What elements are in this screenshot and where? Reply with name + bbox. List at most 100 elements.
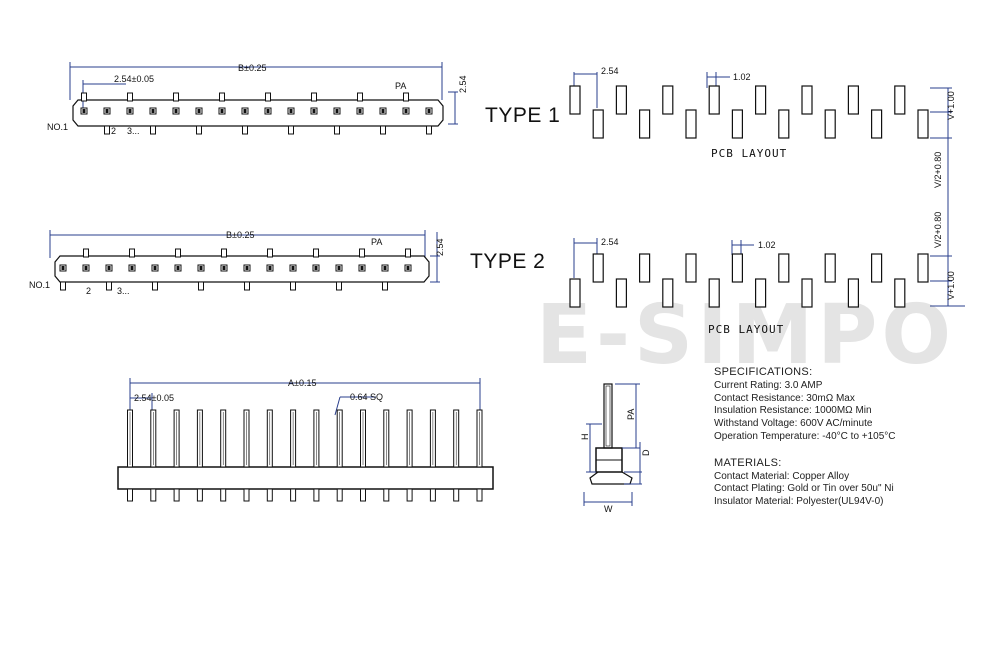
pcb-pad [870,253,883,283]
pin-core [360,266,364,270]
b-dim-label-1: B±0.25 [238,63,266,73]
pin-core [243,109,247,113]
sq-label: 0.64 SQ [350,392,383,402]
pin-core [153,266,157,270]
type2-label: TYPE 2 [470,250,546,273]
pin-core [335,109,339,113]
pin-tab [290,281,296,291]
specifications-block: SPECIFICATIONS: Current Rating: 3.0 AMP … [714,366,896,509]
pcb-pad [894,278,906,308]
pin-core [84,266,88,270]
pin-tab [221,248,227,258]
pcb-pad [592,109,604,139]
pcb-pad [778,109,790,139]
material-line: Contact Material: Copper Alloy [714,470,850,482]
pin-core [266,109,270,113]
pin-tab [426,125,432,135]
spec-line: Withstand Voltage: 600V AC/minute [714,418,873,430]
type1-label: TYPE 1 [485,104,561,127]
pin-tab [242,125,248,135]
b-dim-label-2: B±0.25 [226,230,254,240]
pcb-pad [801,85,813,115]
pin-core [174,109,178,113]
pin-core [312,109,316,113]
pcb-pad [754,85,767,115]
side-pa-label: PA [626,409,636,420]
pin-core [268,266,272,270]
pin-tab [104,125,110,135]
pin-tab [405,248,411,258]
pin-tab [81,92,87,102]
pin-core [245,266,249,270]
pin-core [427,109,431,113]
pin-tab [219,92,225,102]
pin-core [82,109,86,113]
no1-label-2: NO.1 [29,280,50,290]
pcb-pad [638,253,651,283]
pin2-label-1: 2 [111,126,116,136]
pcb-pad [569,85,581,115]
header-pin-tail [196,488,203,502]
header-pin-tail [220,488,227,502]
materials-title: MATERIALS: [714,456,782,469]
header-pin-tail [243,488,250,502]
spec-line: Contact Resistance: 30mΩ Max [714,392,855,404]
spec-line: Insulation Resistance: 1000MΩ Min [714,405,872,417]
no1-label-1: NO.1 [47,122,68,132]
pin-core [130,266,134,270]
pin-tab [244,281,250,291]
pin-core [197,109,201,113]
pin-tab [313,248,319,258]
pcb-102-label-2: 1.02 [758,240,776,250]
pcb-pad [778,253,790,283]
pin-core [314,266,318,270]
pcb-pad [638,109,651,139]
header-pin-tail [360,488,366,502]
pin-core [105,109,109,113]
side-view [583,383,642,506]
pcb-pad [754,278,767,308]
header-pin-tail [266,488,273,502]
pin-tab [267,248,273,258]
height-label-1: 2.54 [458,75,468,93]
pin-tab [265,92,271,102]
pin-tab [175,248,181,258]
pcb-pad [917,109,929,139]
header-pin-tail [429,488,436,502]
pin-core [383,266,387,270]
pin-core [220,109,224,113]
pin-tab [382,281,388,291]
v-half-label-1: V/2+0.80 [933,152,943,188]
pitch-label-1: 2.54±0.05 [114,74,154,84]
type2-top-view [49,230,440,283]
pin-tab [336,281,342,291]
header-pin-tail [453,488,460,502]
pcb-pad [801,278,813,308]
pcb-pad [847,85,860,115]
pin-tab [196,125,202,135]
v-plus-label-1: V+1.00 [946,91,956,120]
pcb-pad [731,109,744,139]
header-pin-tail [336,488,343,502]
pcb-pitch-label-2: 2.54 [601,237,619,247]
pcb-pad [824,253,836,283]
pin-core [406,266,410,270]
pcb-pad [894,85,906,115]
header-pin-tail [150,488,157,502]
pcb-pad [592,253,604,283]
pcb-layout-label-2: PCB LAYOUT [708,323,785,336]
specifications-title: SPECIFICATIONS: [714,366,813,378]
pin-core [381,109,385,113]
pin-tab [106,281,112,291]
header-pin-tail [290,488,297,502]
type1-top-view [69,62,458,127]
pin-core [337,266,341,270]
a-dim-label: A±0.15 [288,378,316,388]
pin-tab [83,248,89,258]
pin3-label-2: 3... [117,286,130,296]
header-pin-tail [313,488,320,502]
header-pin-tail [173,488,180,502]
side-w-label: W [604,504,613,514]
pcb-pad [824,109,836,139]
